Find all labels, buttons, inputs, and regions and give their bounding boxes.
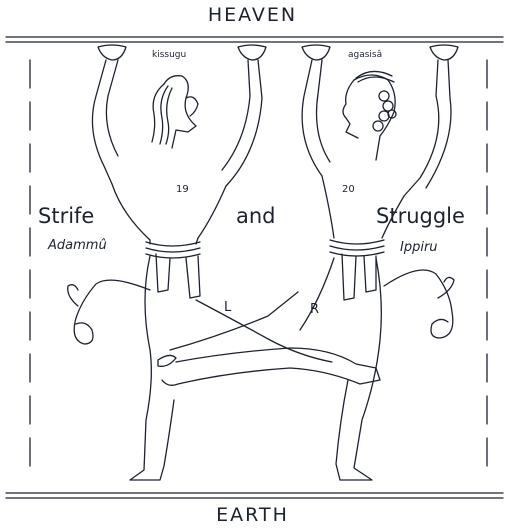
leg-label-right: R bbox=[310, 302, 319, 317]
leg-label-left: L bbox=[224, 300, 231, 315]
right-figure bbox=[300, 45, 458, 480]
ippiru-label: Ippiru bbox=[400, 240, 438, 255]
struggle-label: Struggle bbox=[376, 204, 465, 228]
heaven-label: HEAVEN bbox=[0, 4, 505, 26]
earth-label: EARTH bbox=[0, 504, 505, 526]
agasisa-label: agasisâ bbox=[348, 50, 382, 60]
adammu-label: Adammû bbox=[48, 238, 107, 253]
kissugu-label: kissugu bbox=[152, 50, 186, 60]
figure-number-19: 19 bbox=[176, 184, 189, 195]
figure-number-20: 20 bbox=[342, 184, 355, 195]
strife-label: Strife bbox=[38, 204, 94, 228]
and-label: and bbox=[236, 204, 276, 228]
